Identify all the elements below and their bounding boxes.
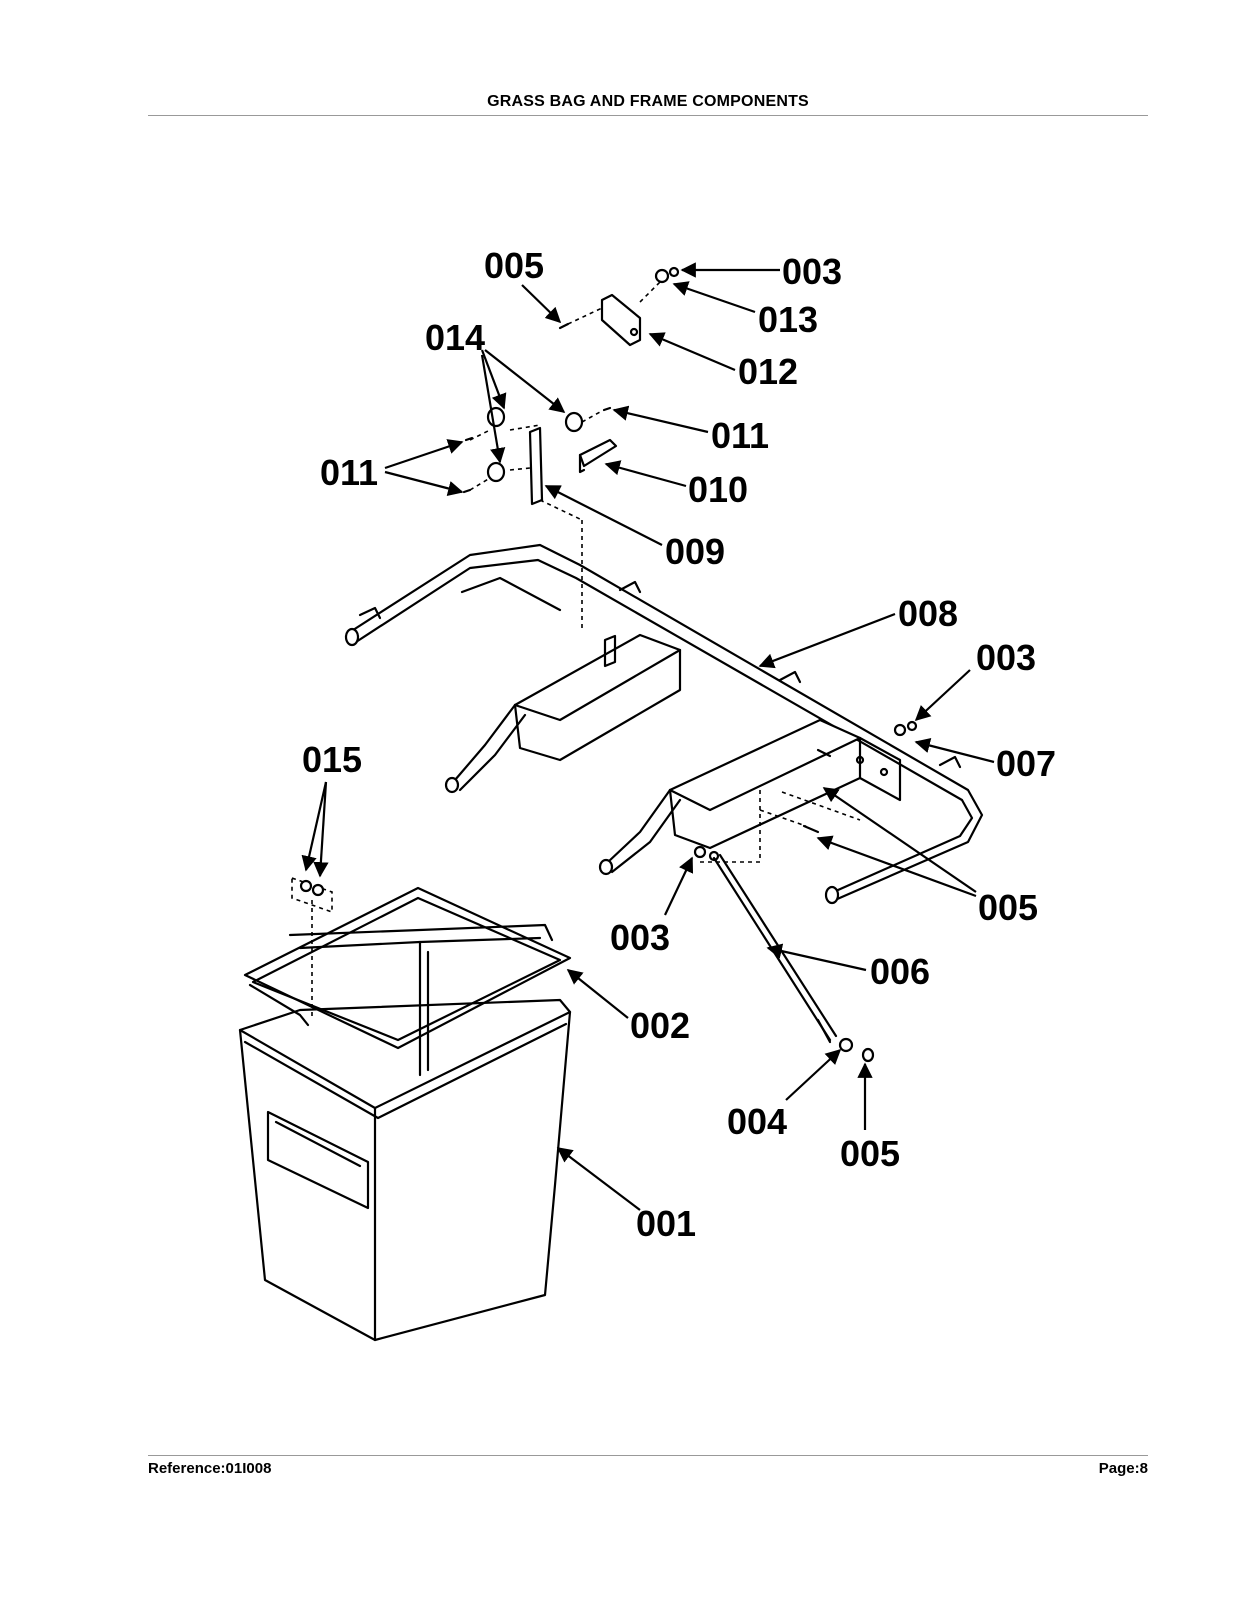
- bracket-015: [291, 876, 333, 1020]
- callout-003-mid: 003: [610, 917, 670, 958]
- callout-001: 001: [636, 1203, 696, 1244]
- callout-005-top: 005: [484, 245, 544, 286]
- header-divider: [148, 115, 1148, 116]
- callout-008: 008: [898, 593, 958, 634]
- callout-003-top: 003: [782, 251, 842, 292]
- callout-005-bottom: 005: [840, 1133, 900, 1174]
- grass-bag: [238, 998, 572, 1342]
- callout-007: 007: [996, 743, 1056, 784]
- callout-011-left: 011: [320, 452, 378, 493]
- callout-014: 014: [425, 317, 485, 358]
- page-number: Page:8: [1098, 1460, 1148, 1477]
- callout-010: 010: [688, 469, 748, 510]
- callout-003-right: 003: [976, 637, 1036, 678]
- callout-002: 002: [630, 1005, 690, 1046]
- callout-013: 013: [758, 299, 818, 340]
- callout-005-right: 005: [978, 887, 1038, 928]
- callout-009: 009: [665, 531, 725, 572]
- leader-lines: [301, 262, 995, 1211]
- bag-frame: [243, 886, 572, 1077]
- main-frame: [344, 520, 984, 905]
- frame-hardware: [693, 720, 918, 862]
- callout-012: 012: [738, 351, 798, 392]
- latch-hardware: [462, 266, 680, 521]
- reference-label: Reference:01I008: [148, 1460, 272, 1477]
- callout-006: 006: [870, 951, 930, 992]
- callout-011-right: 011: [711, 415, 769, 456]
- callout-004: 004: [727, 1101, 787, 1142]
- page-title: GRASS BAG AND FRAME COMPONENTS: [487, 93, 809, 110]
- footer-divider: [148, 1455, 1148, 1456]
- callout-015: 015: [302, 739, 362, 780]
